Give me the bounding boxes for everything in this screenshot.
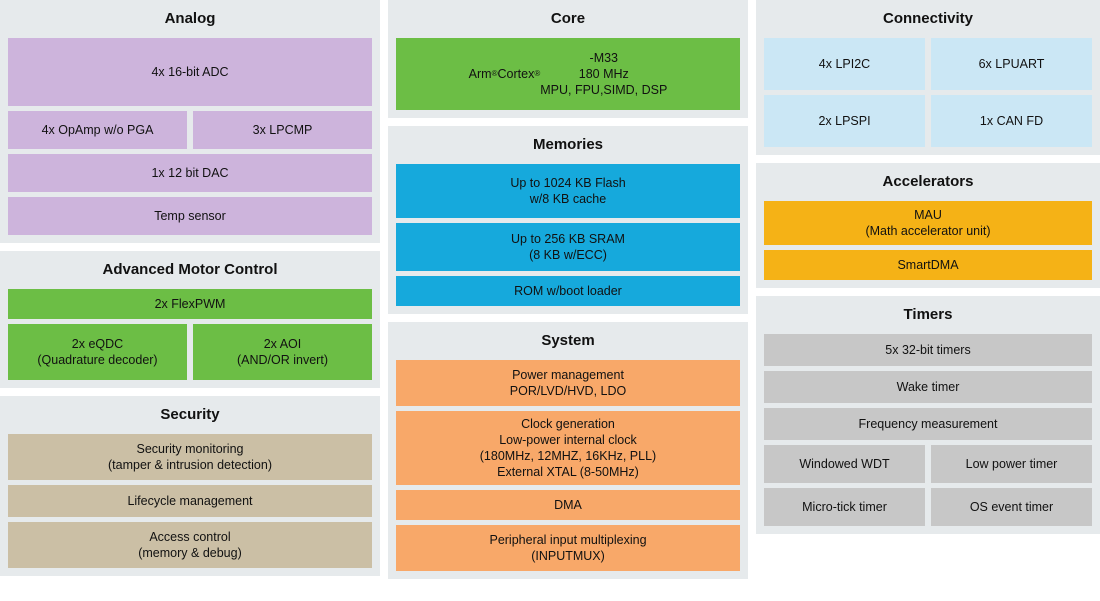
block-6x-lpuart: 6x LPUART: [931, 38, 1092, 90]
block-row: 2x eQDC (Quadrature decoder)2x AOI (AND/…: [8, 324, 372, 380]
block-row: 4x 16-bit ADC: [8, 38, 372, 106]
block-rom-w-boot-loader: ROM w/boot loader: [396, 276, 740, 306]
block-frequency-measurement: Frequency measurement: [764, 408, 1092, 440]
block-row: Power management POR/LVD/HVD, LDO: [396, 360, 740, 406]
panel-title: Security: [160, 406, 220, 423]
block-row: Access control (memory & debug): [8, 522, 372, 568]
block-smartdma: SmartDMA: [764, 250, 1092, 280]
panel-title: System: [541, 332, 595, 349]
block-3x-lpcmp: 3x LPCMP: [193, 111, 372, 149]
block-row: 2x FlexPWM: [8, 289, 372, 319]
block-row: 1x 12 bit DAC: [8, 154, 372, 192]
block-2x-lpspi: 2x LPSPI: [764, 95, 925, 147]
block-peripheral-input-multiplexing-inputmux: Peripheral input multiplexing (INPUTMUX): [396, 525, 740, 571]
block-row: Arm® Cortex®-M33 180 MHz MPU, FPU,SIMD, …: [396, 38, 740, 110]
block-row: Temp sensor: [8, 197, 372, 235]
block-1x-can-fd: 1x CAN FD: [931, 95, 1092, 147]
block-up-to-1024-kb-flash-w-8-kb-cache: Up to 1024 KB Flash w/8 KB cache: [396, 164, 740, 218]
block-2x-eqdc-quadrature-decoder: 2x eQDC (Quadrature decoder): [8, 324, 187, 380]
block-row: Up to 1024 KB Flash w/8 KB cache: [396, 164, 740, 218]
block-lifecycle-management: Lifecycle management: [8, 485, 372, 517]
panel-title: Timers: [903, 306, 953, 323]
block-up-to-256-kb-sram-8-kb-w-ecc: Up to 256 KB SRAM (8 KB w/ECC): [396, 223, 740, 271]
block-row: Up to 256 KB SRAM (8 KB w/ECC): [396, 223, 740, 271]
block-row: Wake timer: [764, 371, 1092, 403]
block-row: Clock generation Low-power internal cloc…: [396, 411, 740, 485]
block-row: Frequency measurement: [764, 408, 1092, 440]
block-row: DMA: [396, 490, 740, 520]
block-low-power-timer: Low power timer: [931, 445, 1092, 483]
block-arm-cortex-m33-180-mhz-mpu-fpu-simd-dsp: Arm® Cortex®-M33 180 MHz MPU, FPU,SIMD, …: [396, 38, 740, 110]
panel-title: Core: [550, 10, 586, 27]
block-dma: DMA: [396, 490, 740, 520]
block-2x-flexpwm: 2x FlexPWM: [8, 289, 372, 319]
block-row: SmartDMA: [764, 250, 1092, 280]
block-os-event-timer: OS event timer: [931, 488, 1092, 526]
panel-title: Connectivity: [882, 10, 973, 27]
block-1x-12-bit-dac: 1x 12 bit DAC: [8, 154, 372, 192]
block-micro-tick-timer: Micro-tick timer: [764, 488, 925, 526]
panel-memories: Memories Up to 1024 KB Flash w/8 KB cache…: [388, 126, 748, 314]
block-row: Lifecycle management: [8, 485, 372, 517]
block-5x-32-bit-timers: 5x 32-bit timers: [764, 334, 1092, 366]
block-row: 5x 32-bit timers: [764, 334, 1092, 366]
block-wake-timer: Wake timer: [764, 371, 1092, 403]
block-4x-16-bit-adc: 4x 16-bit ADC: [8, 38, 372, 106]
panel-title: Memories: [532, 136, 604, 153]
panel-title: Advanced Motor Control: [102, 261, 278, 278]
block-windowed-wdt: Windowed WDT: [764, 445, 925, 483]
block-temp-sensor: Temp sensor: [8, 197, 372, 235]
block-mau-math-accelerator-unit: MAU (Math accelerator unit): [764, 201, 1092, 245]
block-row: Security monitoring (tamper & intrusion …: [8, 434, 372, 480]
panel-title: Analog: [164, 10, 216, 27]
block-2x-aoi-and-or-invert: 2x AOI (AND/OR invert): [193, 324, 372, 380]
block-4x-lpi2c: 4x LPI2C: [764, 38, 925, 90]
block-clock-generation-low-power-internal-cloc: Clock generation Low-power internal cloc…: [396, 411, 740, 485]
panel-advanced-motor-control: Advanced Motor Control 2x FlexPWM 2x eQDC …: [0, 251, 380, 388]
panel-title: Accelerators: [882, 173, 974, 190]
block-access-control-memory-debug: Access control (memory & debug): [8, 522, 372, 568]
block-security-monitoring-tamper-intrusion-det: Security monitoring (tamper & intrusion …: [8, 434, 372, 480]
block-row: ROM w/boot loader: [396, 276, 740, 306]
block-4x-opamp-w-o-pga: 4x OpAmp w/o PGA: [8, 111, 187, 149]
block-row: Peripheral input multiplexing (INPUTMUX): [396, 525, 740, 571]
block-power-management-por-lvd-hvd-ldo: Power management POR/LVD/HVD, LDO: [396, 360, 740, 406]
block-row: MAU (Math accelerator unit): [764, 201, 1092, 245]
